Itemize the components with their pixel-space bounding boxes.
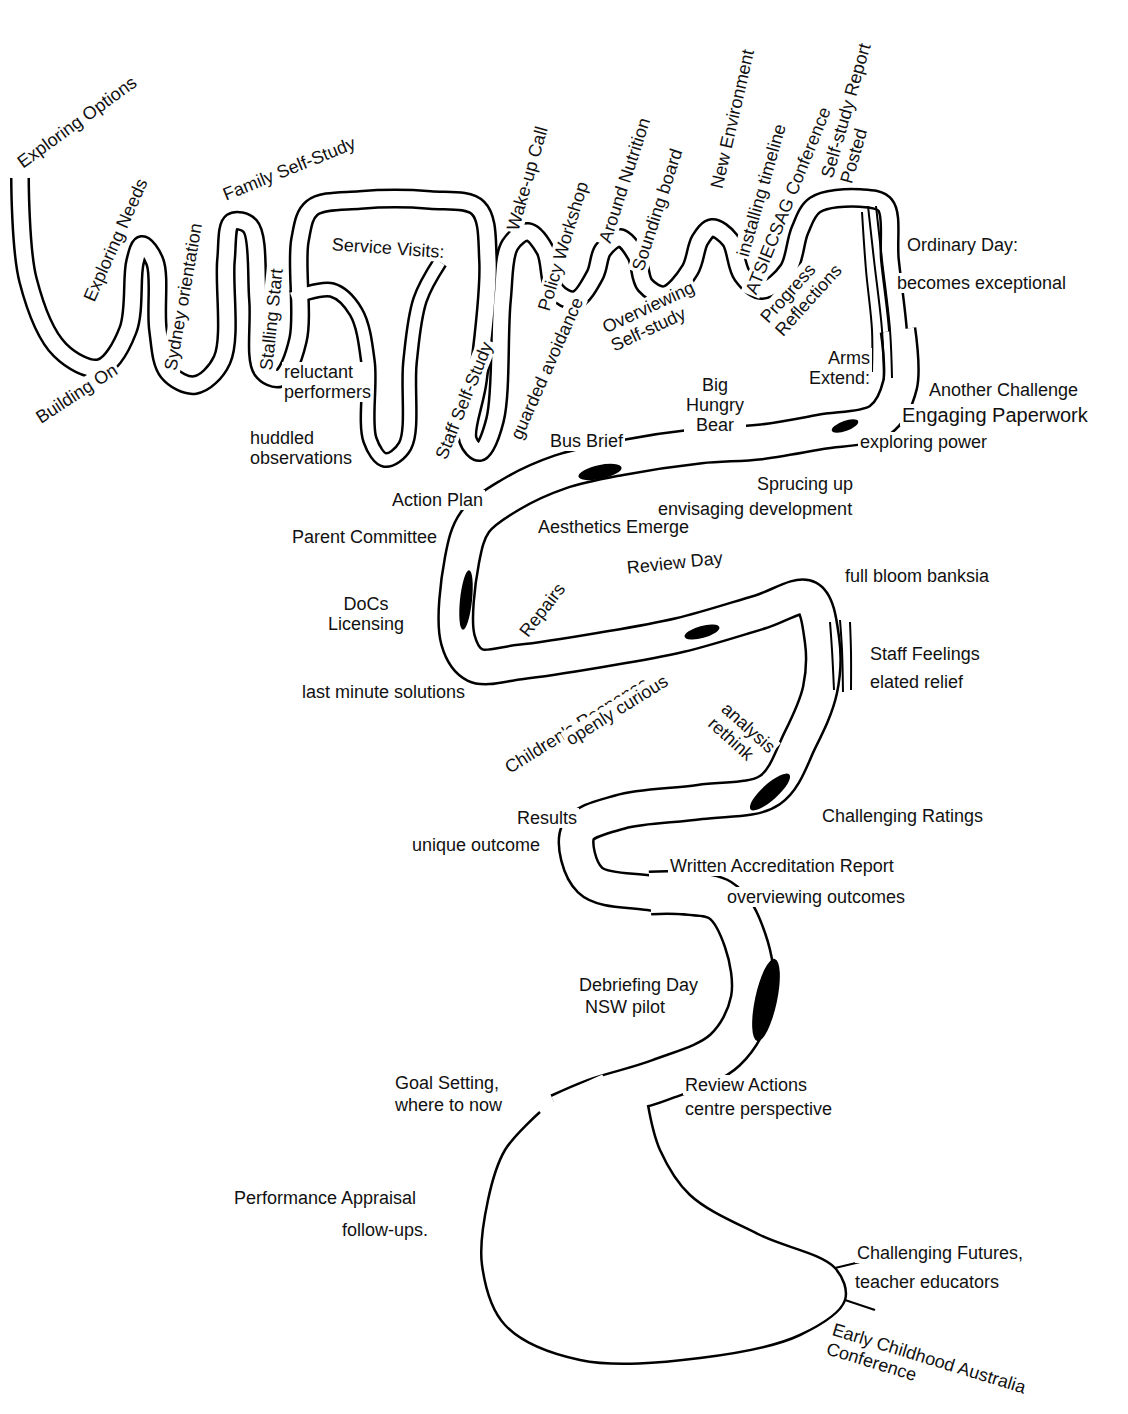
- stage-label: Service Visits:: [329, 234, 447, 262]
- stage-label: unique outcome: [410, 835, 542, 855]
- river-island: [683, 622, 721, 643]
- stage-label: Results: [515, 808, 579, 828]
- braid-line: [840, 620, 843, 692]
- river-estuary: [481, 1105, 846, 1364]
- stage-label: follow-ups.: [340, 1220, 430, 1240]
- stage-label: Wake-up Call: [502, 122, 552, 235]
- stage-label: teacher educators: [853, 1272, 1001, 1292]
- stage-label: Ordinary Day:: [905, 235, 1020, 255]
- braid-line: [850, 622, 851, 690]
- stage-label: full bloom banksia: [843, 566, 991, 586]
- braid-line: [830, 622, 834, 690]
- stage-label: analysis rethink: [703, 697, 781, 773]
- stage-label: overviewing outcomes: [725, 887, 907, 907]
- stage-label: Debriefing Day: [577, 975, 700, 995]
- stage-label: Review Actions: [683, 1075, 809, 1095]
- river-islands: [457, 417, 860, 1044]
- stage-label: Exploring Options: [12, 71, 142, 173]
- stage-label: Arms Extend:: [807, 348, 872, 388]
- stage-label: Bus Brief: [548, 431, 625, 451]
- stage-label: huddled observations: [248, 428, 354, 468]
- stage-label: centre perspective: [683, 1099, 834, 1119]
- stage-label: Big Hungry Bear: [684, 375, 746, 435]
- stage-label: Challenging Futures,: [855, 1243, 1025, 1263]
- stage-label: guarded avoidance: [506, 292, 588, 444]
- stage-label: Challenging Ratings: [820, 806, 985, 826]
- stage-label: Review Day: [624, 548, 726, 579]
- braid-line: [876, 206, 892, 378]
- stage-label: NSW pilot: [583, 997, 667, 1017]
- stage-label: Written Accreditation Report: [668, 856, 896, 876]
- stage-label: openly curious: [561, 670, 674, 751]
- stage-label: Goal Setting,: [393, 1073, 501, 1093]
- stage-label: Sprucing up: [755, 474, 855, 494]
- stage-label: Aesthetics Emerge: [536, 517, 691, 537]
- stage-label: Staff Feelings: [868, 644, 982, 664]
- river-water-line: [560, 1092, 610, 1140]
- river-island: [577, 461, 623, 484]
- river-island: [830, 417, 860, 436]
- stage-label: last minute solutions: [300, 682, 467, 702]
- river-island: [457, 570, 475, 631]
- stage-label: Engaging Paperwork: [900, 404, 1090, 426]
- stage-label: reluctant performers: [282, 362, 373, 402]
- stage-label: Early Childhood Australia Conference: [822, 1319, 1058, 1414]
- stage-label: Another Challenge: [927, 380, 1080, 400]
- river-island: [747, 957, 786, 1044]
- river-water: [20, 178, 901, 1115]
- stage-label: becomes exceptional: [895, 273, 1068, 293]
- stage-label: Performance Appraisal: [232, 1188, 418, 1208]
- stage-label: elated relief: [868, 672, 965, 692]
- river-bank: [20, 178, 901, 1115]
- stage-label: exploring power: [858, 432, 989, 452]
- stage-label: Parent Committee: [290, 527, 439, 547]
- stage-label: Action Plan: [390, 490, 485, 510]
- stage-label: Repairs: [514, 578, 571, 642]
- river-island: [745, 769, 794, 816]
- stage-label: where to now: [393, 1095, 504, 1115]
- stage-label: DoCs Licensing: [326, 594, 406, 634]
- stage-label: New Environment: [706, 45, 758, 192]
